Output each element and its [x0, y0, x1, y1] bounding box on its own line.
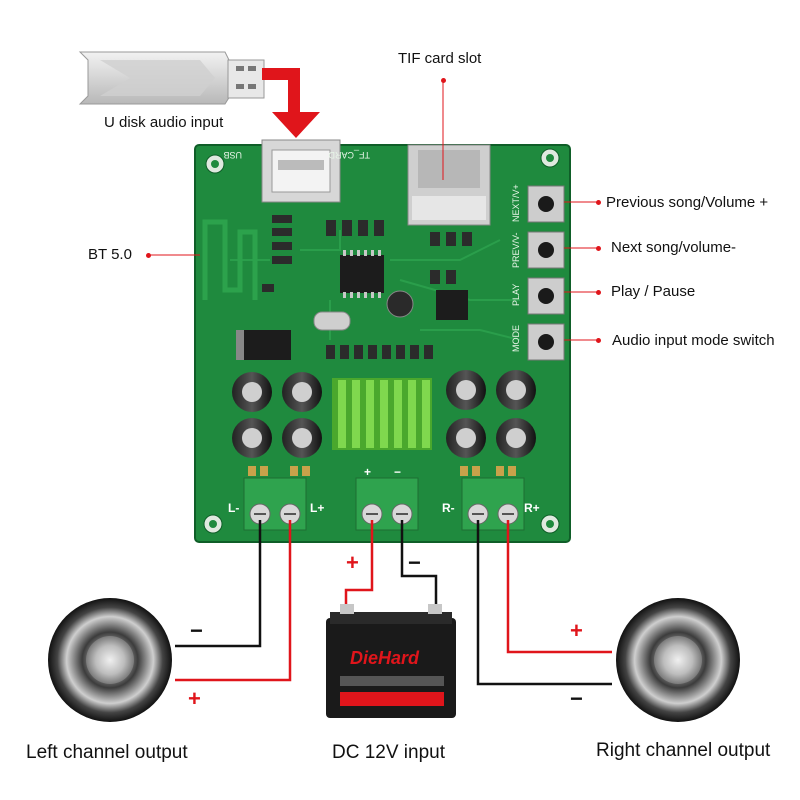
usb-input-label: U disk audio input: [104, 114, 224, 131]
tf-callout-dot: [441, 78, 446, 83]
wires: [175, 520, 612, 686]
bt-antenna: [202, 219, 258, 300]
silk-minus: −: [394, 465, 401, 479]
silk-tf-card: TF_CARD: [328, 150, 370, 160]
silk-next: NEXT/V+: [511, 184, 521, 222]
battery-brand: DieHard: [350, 648, 420, 668]
silk-mode: MODE: [511, 325, 521, 352]
mode-switch-label: Audio input mode switch: [612, 332, 775, 349]
next-callout-dot: [596, 246, 601, 251]
play-callout-dot: [596, 290, 601, 295]
left-plus-mark: +: [188, 686, 201, 711]
right-output-label: Right channel output: [596, 740, 771, 761]
play-pause-label: Play / Pause: [611, 283, 696, 300]
usb-stick-icon: [78, 51, 265, 105]
silk-plus: +: [364, 465, 371, 479]
left-speaker-icon: [48, 598, 172, 722]
next-song-label: Next song/volume-: [611, 239, 737, 256]
right-speaker-icon: [616, 598, 740, 722]
battery-minus-mark: −: [408, 550, 421, 575]
tf-slot-label: TIF card slot: [398, 50, 482, 67]
insert-arrow-icon: [262, 68, 320, 138]
silk-prev: PREV/V-: [511, 232, 521, 268]
heatsink: [332, 378, 432, 450]
right-plus-mark: +: [570, 618, 583, 643]
mode-callout-dot: [596, 338, 601, 343]
left-output-label: Left channel output: [26, 742, 188, 763]
prev-callout-dot: [596, 200, 601, 205]
battery-icon: DieHard: [326, 604, 456, 718]
prev-song-label: Previous song/Volume +: [606, 194, 769, 211]
capacitors: [232, 370, 536, 458]
pcb-board: [194, 139, 571, 543]
battery-plus-mark: +: [346, 550, 359, 575]
bt-label: BT 5.0: [88, 246, 132, 263]
silk-r-plus: R+: [524, 501, 540, 515]
silk-l-plus: L+: [310, 501, 324, 515]
main-ic: [340, 255, 384, 293]
silk-r-minus: R-: [442, 501, 455, 515]
button-leader-lines: [564, 201, 598, 341]
silk-play: PLAY: [511, 284, 521, 306]
bt-callout-dot: [146, 253, 151, 258]
silk-l-minus: L-: [228, 501, 239, 515]
left-minus-mark: −: [190, 618, 203, 643]
right-minus-mark: −: [570, 686, 583, 711]
terminal-blocks: [243, 477, 525, 531]
silk-usb: USB: [223, 150, 242, 160]
dc-input-label: DC 12V input: [332, 742, 446, 763]
